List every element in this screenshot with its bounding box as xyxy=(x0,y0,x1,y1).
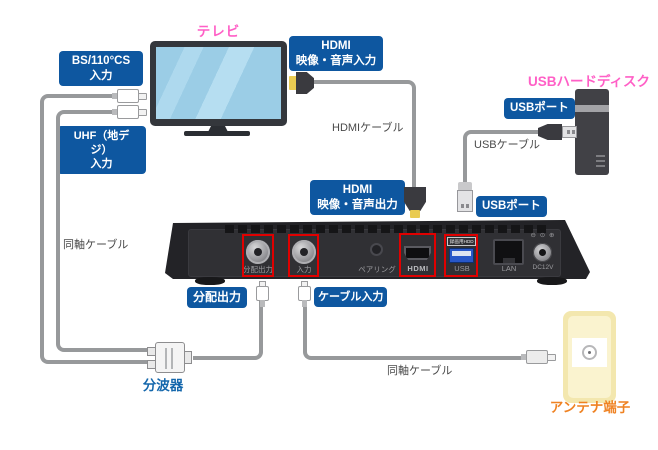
lan-port-label: LAN xyxy=(501,264,517,273)
usb-hdd-stripe xyxy=(575,105,609,112)
usb-hdd xyxy=(575,89,609,175)
tv-stand-neck xyxy=(208,126,228,132)
coax-plug-bs-icon xyxy=(112,89,148,103)
usb-cable xyxy=(463,130,543,186)
hdmi-cable xyxy=(318,80,416,192)
uhf-input-label: UHF（地デジ） 入力 xyxy=(57,126,146,175)
split-output-port-label: 分配出力 xyxy=(243,265,273,274)
coax-cable-split-output xyxy=(193,300,263,360)
usb-connector-hdd-icon xyxy=(538,122,578,142)
tv-screen xyxy=(156,47,281,119)
coax-cable-to-antenna xyxy=(303,300,523,360)
usb-hdd-vent xyxy=(596,165,605,167)
usb-hdd-vent xyxy=(596,160,605,162)
coax-plug-split-output-icon xyxy=(255,281,270,307)
tuner-device: 分配出力 入力 ペアリング HDMI 録画用HDD USB LAN ⊖ ⊙ ⊕ … xyxy=(163,220,590,286)
antenna-terminal-pin xyxy=(588,351,591,354)
hdmi-av-out-label: HDMI 映像・音声出力 xyxy=(310,180,405,216)
hdmi-connector-tuner-icon xyxy=(404,187,426,219)
highlight-hdmi xyxy=(399,233,436,277)
cable-input-port xyxy=(292,240,316,264)
lan-port xyxy=(493,239,524,265)
pairing-button xyxy=(370,243,383,256)
pairing-label: ペアリング xyxy=(358,265,396,274)
hdmi-connector-tv-icon xyxy=(289,72,319,94)
dc-power-jack xyxy=(533,243,552,262)
coax-cable-uhf xyxy=(56,110,116,352)
usb-port-tuner-label: USBポート xyxy=(476,196,547,217)
bs-cs-input-label: BS/110°CS 入力 xyxy=(59,51,143,87)
coax-cable-bs xyxy=(40,94,116,364)
device-foot xyxy=(537,277,567,285)
usb-hdd-vent xyxy=(596,155,605,157)
usb-hdd-label: USBハードディスク xyxy=(527,74,651,89)
tuner-vents xyxy=(225,225,547,233)
usb-cable-label: USBケーブル xyxy=(474,139,540,151)
tv-stand-base xyxy=(184,131,250,136)
splitter-label: 分波器 xyxy=(142,378,184,393)
antenna-terminal-label: アンテナ端子 xyxy=(549,400,631,415)
coax-cable-label-bottom: 同軸ケーブル xyxy=(387,365,453,377)
cable-input-port-label: 入力 xyxy=(296,265,312,274)
device-foot xyxy=(195,277,225,285)
cable-input-label: ケーブル入力 xyxy=(314,287,388,308)
split-output-label: 分配出力 xyxy=(187,287,248,309)
usb-port-label: USB xyxy=(454,264,470,273)
split-output-port xyxy=(246,240,270,264)
coax-cable-label-left: 同軸ケーブル xyxy=(63,239,129,251)
dc-polarity-icon: ⊖ ⊙ ⊕ xyxy=(530,232,556,239)
hdmi-port-label: HDMI xyxy=(407,264,429,273)
hdmi-cable-stub xyxy=(311,80,321,84)
highlight-usb xyxy=(444,234,478,277)
usb-port xyxy=(449,248,474,263)
splitter xyxy=(147,342,195,374)
coax-connector-wall-icon xyxy=(521,350,556,364)
highlight-cable-input xyxy=(288,234,319,277)
coax-plug-cable-input-icon xyxy=(297,281,312,307)
recording-hdd-tag: 録画用HDD xyxy=(447,237,476,246)
usb-connector-tuner-icon xyxy=(456,182,474,216)
highlight-split-output xyxy=(242,234,274,277)
dc-jack-label: DC12V xyxy=(532,264,554,271)
coax-plug-uhf-icon xyxy=(112,105,148,119)
hdmi-port xyxy=(404,246,431,260)
hdmi-cable-label: HDMIケーブル xyxy=(332,122,404,134)
coax-cable-uhf-to-splitter xyxy=(112,348,152,352)
coax-cable-bs-to-splitter xyxy=(112,360,152,364)
hdmi-av-in-label: HDMI 映像・音声入力 xyxy=(289,36,383,72)
tv-label: テレビ xyxy=(196,24,241,39)
usb-port-hdd-label: USBポート xyxy=(504,98,575,119)
